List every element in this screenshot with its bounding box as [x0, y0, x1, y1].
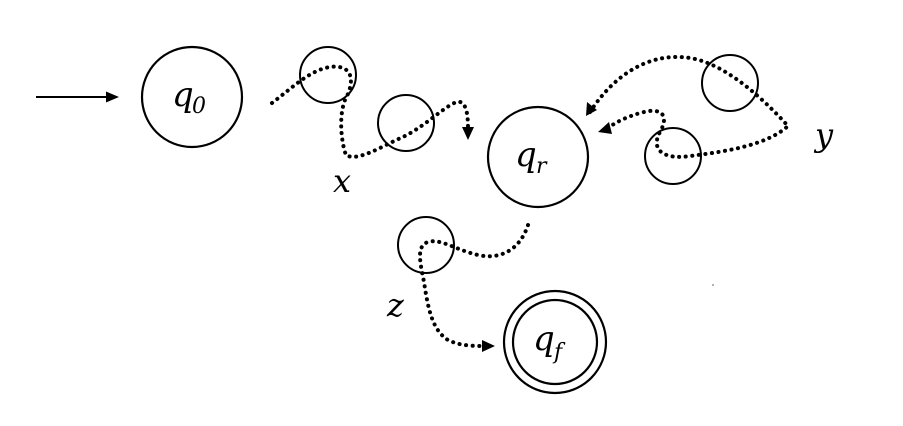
segment-x-label: x — [333, 162, 351, 200]
segment-x-loop-circle-1 — [299, 46, 357, 104]
segment-x-loop-circle-2 — [377, 94, 435, 152]
state-q0-circle — [140, 45, 244, 149]
segment-z-label: z — [386, 286, 405, 324]
state-q0-subscript: 0 — [192, 94, 206, 119]
segment-x-arrowhead — [462, 127, 474, 140]
start-arrow — [36, 91, 119, 103]
state-qr: q r — [486, 105, 590, 209]
state-qf-inner-circle — [511, 298, 599, 386]
state-qr-circle — [486, 105, 590, 209]
segment-y-label: y — [813, 116, 834, 154]
state-qr-base: q — [515, 135, 537, 175]
segment-y-loop-circle-1 — [701, 54, 759, 112]
segment-y-arrowhead-top — [586, 102, 597, 116]
state-qf: q f — [502, 289, 608, 395]
segment-z-loop-circle — [397, 216, 455, 274]
segment-y-path — [588, 55, 791, 159]
segment-z-arrowhead — [482, 340, 495, 352]
state-qr-subscript: r — [536, 154, 548, 179]
state-q0: q 0 — [140, 45, 244, 149]
state-qf-base: q — [533, 319, 555, 359]
segment-y: y — [586, 54, 834, 185]
state-q0-base: q — [172, 75, 194, 115]
stray-speck — [712, 284, 714, 286]
segment-z: z — [386, 216, 530, 352]
segment-y-arrowhead-bottom — [598, 122, 612, 134]
segment-x: x — [270, 46, 474, 200]
segment-y-loop-circle-2 — [644, 127, 702, 185]
